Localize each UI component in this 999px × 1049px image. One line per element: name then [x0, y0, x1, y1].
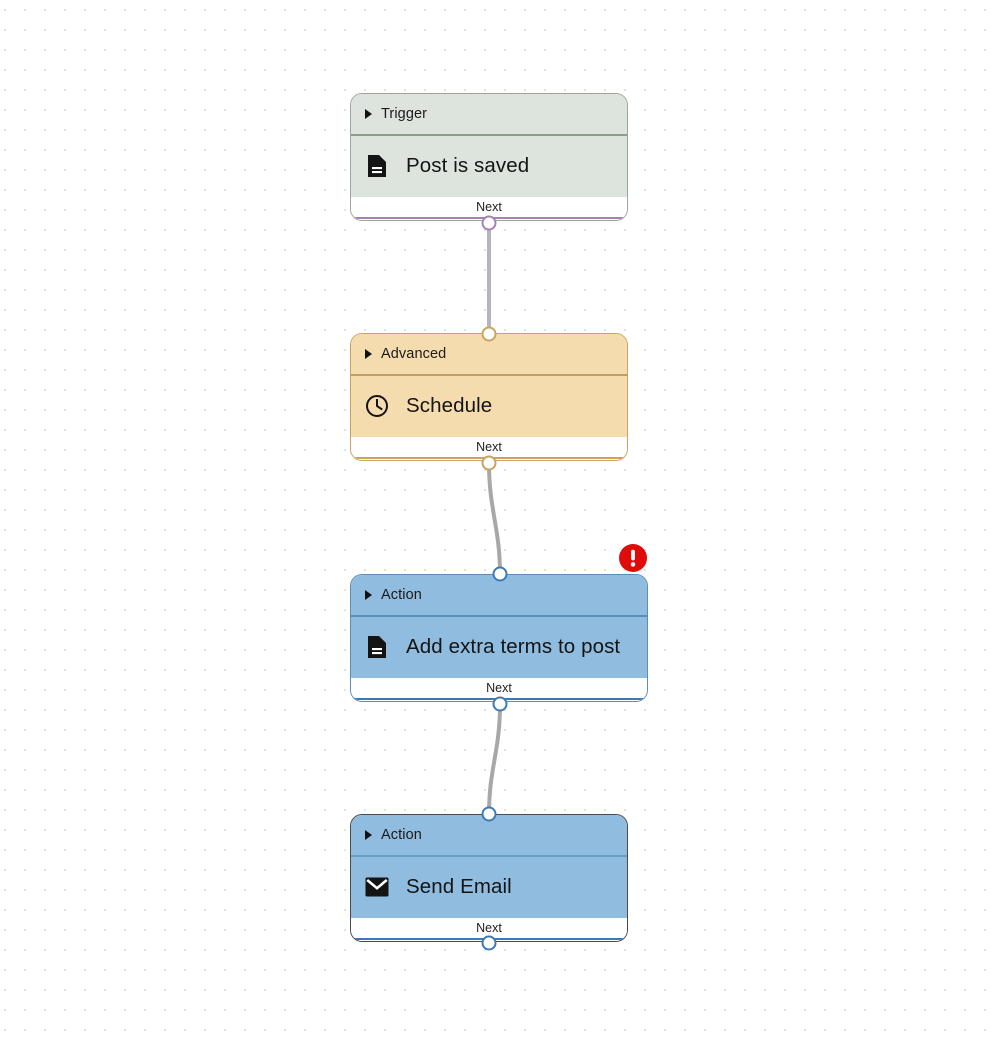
expand-caret-icon[interactable] — [365, 590, 372, 600]
node-header[interactable]: Action — [351, 815, 627, 855]
node-body[interactable]: Add extra terms to post — [351, 616, 647, 678]
envelope-icon — [365, 875, 389, 899]
next-label: Next — [476, 439, 502, 454]
connection-handle[interactable] — [481, 455, 497, 471]
node-divider — [351, 855, 627, 857]
next-label: Next — [476, 199, 502, 214]
node-header-label: Action — [381, 827, 422, 843]
document-icon — [365, 635, 389, 659]
connection-edge[interactable] — [487, 702, 502, 816]
connection-edge[interactable] — [487, 461, 502, 576]
connection-handle[interactable] — [492, 566, 508, 582]
node-divider — [351, 615, 647, 617]
connection-handle[interactable] — [481, 215, 497, 231]
expand-caret-icon[interactable] — [365, 349, 372, 359]
node-header-label: Action — [381, 587, 422, 603]
connection-handle[interactable] — [481, 326, 497, 342]
expand-caret-icon[interactable] — [365, 830, 372, 840]
node-body-label: Send Email — [406, 875, 512, 898]
node-body[interactable]: Schedule — [351, 375, 627, 437]
node-divider — [351, 134, 627, 136]
document-icon — [365, 154, 389, 178]
node-header-label: Trigger — [381, 106, 428, 122]
connection-handle[interactable] — [492, 696, 508, 712]
next-label: Next — [476, 920, 502, 935]
node-header-label: Advanced — [381, 346, 447, 362]
next-label: Next — [486, 680, 512, 695]
connection-handle[interactable] — [481, 806, 497, 822]
clock-icon — [365, 394, 389, 418]
node-body-label: Add extra terms to post — [406, 635, 621, 658]
expand-caret-icon[interactable] — [365, 109, 372, 119]
node-body[interactable]: Send Email — [351, 856, 627, 918]
node-body-label: Post is saved — [406, 154, 530, 177]
node-body-label: Schedule — [406, 394, 493, 417]
node-header[interactable]: Trigger — [351, 94, 627, 134]
node-divider — [351, 374, 627, 376]
connection-handle[interactable] — [481, 935, 497, 951]
error-icon[interactable] — [619, 544, 647, 572]
node-body[interactable]: Post is saved — [351, 135, 627, 197]
node-header[interactable]: Action — [351, 575, 647, 615]
